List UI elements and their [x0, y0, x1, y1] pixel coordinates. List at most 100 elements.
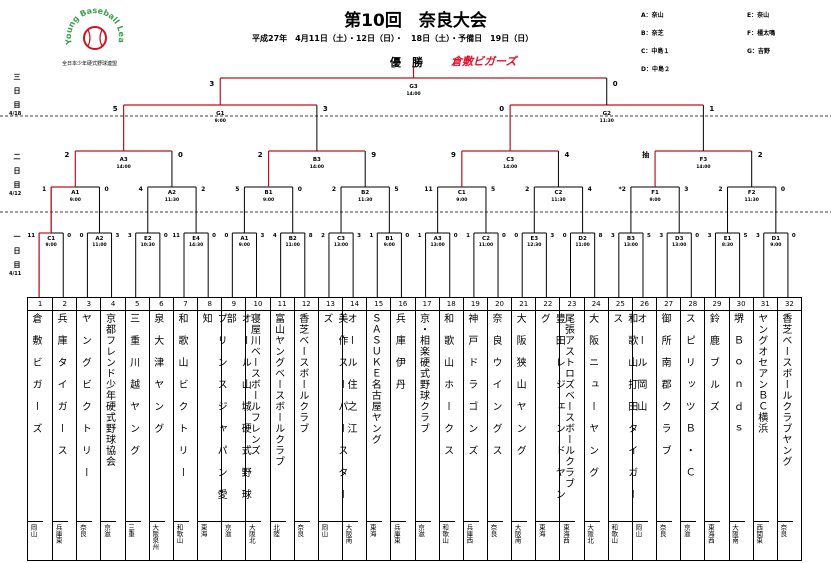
score: 0 — [405, 233, 409, 239]
team-region: 奈良 — [488, 524, 497, 537]
team-name: 豊 田 レ ジ ェ ン ド ヤ ン グ — [536, 311, 567, 522]
winner-label: 優 勝 — [390, 56, 423, 69]
score: 3 — [116, 233, 120, 239]
team-number: 13 — [318, 298, 343, 311]
team-region: 奈良 — [778, 524, 787, 537]
team-name: 大 阪 ニ ュ ー ヤ ン グ — [584, 311, 600, 522]
day-label-1: 一日目 — [13, 233, 21, 269]
score: 1 — [369, 233, 373, 239]
team-region: 東海西 — [706, 524, 715, 544]
team-name: ＳＡＳＵＫＥ名古屋ヤング — [367, 311, 383, 522]
day-date-3: 4/18 — [9, 111, 22, 117]
team-region: 京滋 — [223, 524, 232, 537]
score: 8 — [599, 233, 603, 239]
match-code: A1 — [240, 236, 248, 242]
match-time: 11:30 — [551, 197, 565, 203]
venue-item: A：奈山 — [641, 12, 664, 19]
score: 2 — [758, 151, 763, 159]
match-time: 10:30 — [141, 242, 155, 248]
team-number: 28 — [681, 298, 705, 311]
score: 5 — [235, 186, 239, 193]
score: 5 — [394, 186, 398, 193]
match-code: A3 — [120, 157, 128, 163]
team-number: 16 — [391, 298, 415, 311]
match-code: C1 — [458, 190, 466, 196]
score: 2 — [64, 151, 69, 159]
score: 0 — [104, 186, 108, 193]
team-region: 東海 — [199, 524, 208, 537]
score: 0 — [792, 233, 796, 239]
venue-item: G：吉野 — [747, 48, 770, 55]
team-region: 大阪北 — [585, 524, 594, 544]
score: 5 — [744, 233, 748, 239]
match-time: 9:00 — [215, 118, 226, 124]
match-time: 14:00 — [406, 91, 420, 97]
team-number: 1 — [28, 298, 53, 311]
score: 0 — [178, 151, 183, 159]
match-code: C3 — [506, 157, 514, 163]
score: 11 — [424, 186, 432, 193]
match-code: C2 — [482, 236, 490, 242]
match-code: A2 — [168, 190, 176, 196]
score: 3 — [128, 233, 132, 239]
team-name: 京都フレンド少年硬式野球協会 — [101, 311, 117, 522]
match-code: G2 — [603, 111, 612, 117]
score: 1 — [709, 105, 714, 113]
team-number: 18 — [439, 298, 463, 311]
score: 5 — [113, 105, 118, 113]
team-region: 大阪南 — [730, 524, 739, 544]
match-code: B3 — [627, 236, 635, 242]
team-name: 和 歌 山 打 田 タ イ ガ ー ス — [608, 311, 639, 522]
score: 抽 — [642, 150, 649, 159]
score: 0 — [499, 105, 504, 113]
match-code: B1 — [385, 236, 393, 242]
score: 0 — [454, 233, 458, 239]
score: 4 — [273, 233, 277, 239]
team-name: 尾張アストロズベースボールクラブ — [560, 311, 576, 522]
score: 8 — [309, 233, 313, 239]
team-name: 富山ヤングベースボールクラブ — [270, 311, 286, 522]
team-name: ヤ ン グ ビ ク ト リ ー — [77, 311, 93, 522]
team-region: 大阪北 — [247, 524, 256, 544]
score: 0 — [67, 233, 71, 239]
score: 2 — [332, 186, 336, 193]
score: 3 — [323, 105, 328, 113]
team-number: 4 — [101, 298, 125, 311]
team-number: 11 — [270, 298, 294, 311]
match-time: 13:00 — [624, 242, 638, 248]
score: 2 — [201, 186, 205, 193]
score: 1 — [466, 233, 470, 239]
score: 3 — [708, 233, 712, 239]
team-name: 兵 庫 タ イ ガ ー ス — [53, 311, 69, 522]
team-number: 31 — [753, 298, 777, 311]
match-time: 13:00 — [672, 242, 686, 248]
match-code: F3 — [700, 157, 708, 163]
team-region: 東海 — [537, 524, 546, 537]
match-time: 12:30 — [527, 242, 541, 248]
team-region: 北陸 — [271, 524, 280, 537]
team-region: 大阪泉州 — [150, 524, 159, 550]
score: 3 — [209, 80, 214, 88]
team-region: 兵庫東 — [54, 524, 63, 544]
score: 0 — [514, 233, 518, 239]
match-time: 11:30 — [165, 197, 179, 203]
score: 0 — [695, 233, 699, 239]
score: *2 — [619, 186, 626, 193]
venue-item: B：奈芝 — [641, 30, 664, 37]
team-name: 大 阪 狭 山 ヤ ン グ — [512, 311, 528, 522]
team-name: ス ピ リ ッ ツ Ｂ ・ Ｃ — [681, 311, 697, 522]
match-time: 14:00 — [310, 164, 324, 170]
team-number: 10 — [246, 298, 270, 311]
team-region: 奈良 — [295, 524, 304, 537]
match-time: 13:00 — [430, 242, 444, 248]
